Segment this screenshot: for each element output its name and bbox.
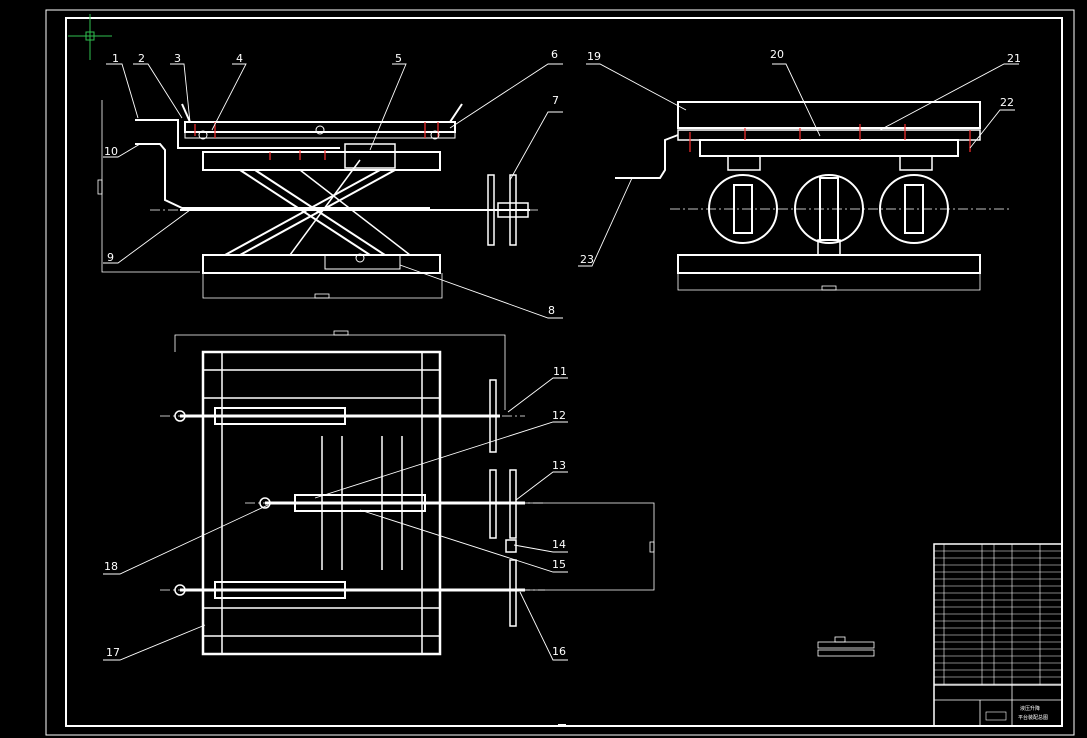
title-line-2: 平台装配总图 <box>1018 714 1048 721</box>
crosshair-icon <box>68 14 112 60</box>
callout-6: 6 <box>551 48 558 61</box>
callout-labels: 1 2 3 4 5 6 7 8 9 10 11 12 13 14 15 16 1… <box>104 48 1021 659</box>
callout-12: 12 <box>552 409 566 422</box>
callout-8: 8 <box>548 304 555 317</box>
callout-5: 5 <box>395 52 402 65</box>
callout-15: 15 <box>552 558 566 571</box>
center-mark <box>558 724 566 727</box>
leader-lines <box>103 63 1019 661</box>
callout-7: 7 <box>552 94 559 107</box>
callout-17: 17 <box>106 646 120 659</box>
top-view <box>160 330 655 656</box>
callout-11: 11 <box>553 365 567 378</box>
outer-border <box>45 9 1075 736</box>
callout-20: 20 <box>770 48 784 61</box>
callout-13: 13 <box>552 459 566 472</box>
title-block: 液压升降 平台装配总图 <box>933 543 1063 727</box>
callout-19: 19 <box>587 50 601 63</box>
side-view <box>615 101 1010 291</box>
callout-16: 16 <box>552 645 566 658</box>
callout-1: 1 <box>112 52 119 65</box>
callout-22: 22 <box>1000 96 1014 109</box>
callout-21: 21 <box>1007 52 1021 65</box>
callout-3: 3 <box>174 52 181 65</box>
callout-10: 10 <box>104 145 118 158</box>
title-line-1: 液压升降 <box>1020 705 1040 712</box>
callout-18: 18 <box>104 560 118 573</box>
callout-9: 9 <box>107 251 114 264</box>
callout-4: 4 <box>236 52 243 65</box>
technical-note <box>817 636 875 657</box>
callout-14: 14 <box>552 538 566 551</box>
callout-2: 2 <box>138 52 145 65</box>
front-view <box>97 100 540 299</box>
callout-23: 23 <box>580 253 594 266</box>
